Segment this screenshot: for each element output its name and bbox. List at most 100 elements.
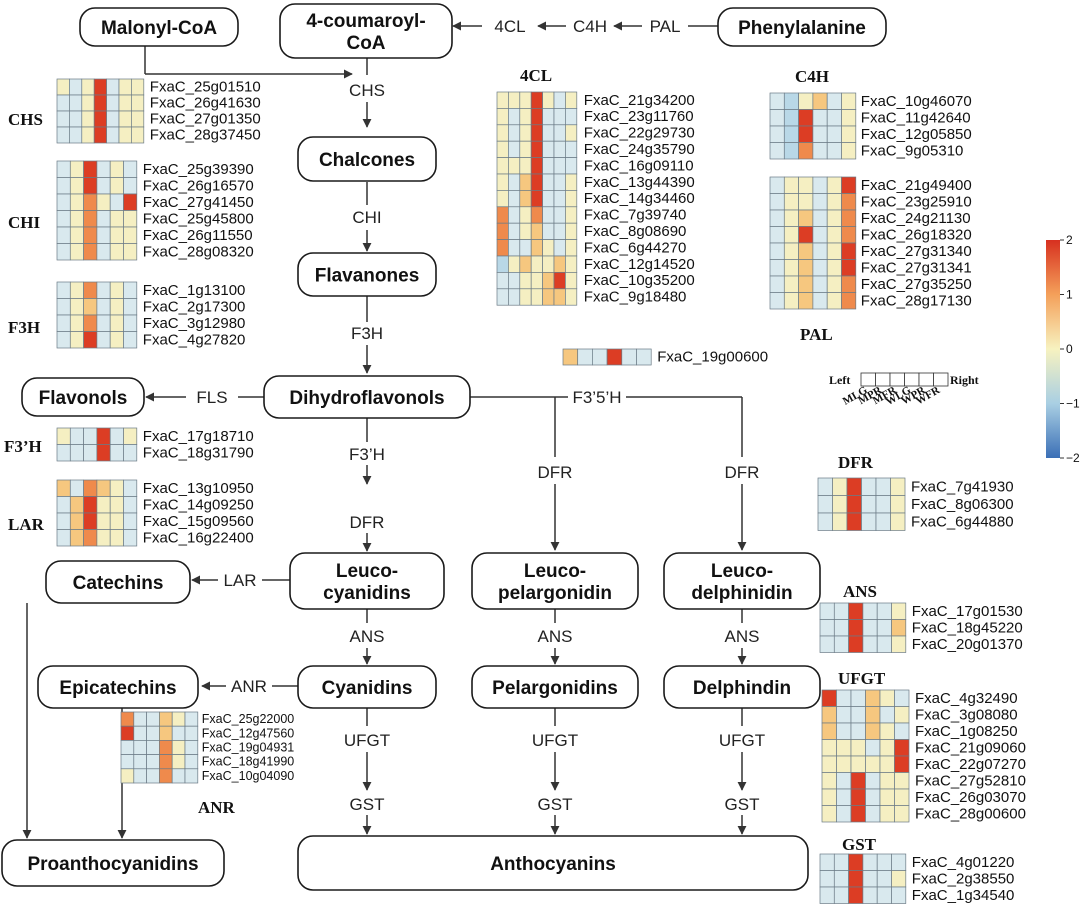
heatmap-cell <box>519 91 532 109</box>
gene-label: FxaC_26g16570 <box>143 177 254 194</box>
heatmap-cell <box>542 91 555 109</box>
node-proanthocyanidins: Proanthocyanidins <box>1 839 225 887</box>
heatmap-cell <box>846 512 862 531</box>
gene-label: FxaC_10g46070 <box>861 93 972 110</box>
gene-label: FxaC_24g21130 <box>861 210 971 227</box>
gene-label: FxaC_21g49400 <box>861 177 972 194</box>
gene-label: FxaC_21g34200 <box>584 92 695 109</box>
heatmap-cell <box>106 110 120 128</box>
heatmap-cell <box>769 226 785 244</box>
heatmap-cell <box>798 176 814 194</box>
heatmap-cell <box>83 331 98 349</box>
heatmap-title: LAR <box>8 515 45 534</box>
heatmap-cell <box>96 243 111 261</box>
node-delphindin: Delphindin <box>663 665 821 709</box>
legend-gradient-bar <box>1046 240 1060 458</box>
heatmap-cell <box>109 331 124 349</box>
gene-label: FxaC_22g29730 <box>584 125 695 142</box>
heatmap-cell <box>109 281 124 299</box>
heatmap-cell <box>798 292 814 310</box>
heatmap-cell <box>848 853 864 871</box>
heatmap-title: UFGT <box>838 669 886 688</box>
heatmap-cell <box>496 91 509 109</box>
heatmap-title: ANS <box>843 582 877 601</box>
heatmap-cell <box>496 173 509 191</box>
heatmap-cell <box>812 142 828 160</box>
gene-label: FxaC_9g05310 <box>861 142 964 159</box>
heatmap-cell <box>496 108 509 126</box>
heatmap-title: CHS <box>8 110 43 129</box>
heatmap-cell <box>542 206 555 224</box>
heatmap-4cl: 4CLFxaC_21g34200FxaC_23g11760FxaC_22g297… <box>496 66 695 306</box>
heatmap-cell <box>862 635 878 653</box>
heatmap-cell <box>850 788 866 806</box>
heatmap-cell <box>123 210 138 228</box>
heatmap-cell <box>865 706 881 724</box>
heatmap-cell <box>817 512 833 531</box>
heatmap-cell <box>93 78 107 96</box>
heatmap-cell <box>821 739 837 757</box>
heatmap-cell <box>836 805 852 823</box>
node-dihydroflavonols: Dihydroflavonols <box>263 375 471 419</box>
heatmap-cell <box>798 259 814 277</box>
node-box <box>21 377 145 417</box>
heatmap-cell <box>96 177 111 195</box>
heatmap-cell <box>69 226 84 244</box>
gene-label: FxaC_9g18480 <box>584 289 687 306</box>
node-label: Phenylalanine <box>738 18 866 39</box>
heatmap-cell <box>109 496 124 514</box>
heatmap-cell <box>69 314 84 332</box>
heatmap-cell <box>542 108 555 126</box>
heatmap-cell <box>841 259 857 277</box>
heatmap-cell <box>862 602 878 620</box>
heatmap-cell <box>146 740 160 755</box>
heatmap-cell <box>530 108 543 126</box>
gene-label: FxaC_6g44270 <box>584 239 687 256</box>
gene-label: FxaC_6g44880 <box>911 514 1014 531</box>
heatmap-cell <box>519 239 532 257</box>
heatmap-cell <box>146 725 160 741</box>
heatmap-cell <box>69 331 84 349</box>
heatmap-cell <box>96 496 111 514</box>
heatmap-cell <box>96 226 111 244</box>
heatmap-cell <box>783 209 799 227</box>
node-label: Catechins <box>73 573 164 594</box>
enzyme-label-f3prime5primeh: F3’5’H <box>572 388 621 407</box>
heatmap-cell <box>120 711 135 727</box>
gene-label: FxaC_7g39740 <box>584 207 687 224</box>
heatmap-cell <box>841 226 857 244</box>
heatmap-cell <box>56 314 71 332</box>
heatmap-title: CHI <box>8 213 41 232</box>
gene-label: FxaC_18g45220 <box>912 619 1023 636</box>
heatmap-cell <box>798 275 814 293</box>
heatmap-cell <box>769 193 785 211</box>
node-label: pelargonidin <box>498 583 612 604</box>
heatmap-cell <box>56 444 71 462</box>
heatmap-cell <box>96 529 111 547</box>
enzyme-label-dfr-d: DFR <box>725 463 760 482</box>
heatmap-cell <box>519 108 532 126</box>
heatmap-cell <box>496 190 509 208</box>
heatmap-cell <box>821 706 837 724</box>
heatmap-cell <box>832 512 848 531</box>
heatmap-cell <box>876 853 892 871</box>
gene-label: FxaC_21g09060 <box>915 739 1026 756</box>
heatmap-cell <box>891 602 907 620</box>
heatmap-cell <box>819 870 835 888</box>
heatmap-cell <box>519 157 532 175</box>
heatmap-chi: CHIFxaC_25g39390FxaC_26g16570FxaC_27g414… <box>8 160 254 261</box>
gene-label: FxaC_26g41630 <box>150 95 261 112</box>
node-cyanidins: Cyanidins <box>297 665 437 709</box>
heatmap-cell <box>783 292 799 310</box>
gene-label: FxaC_3g12980 <box>143 315 246 332</box>
heatmap-cell <box>69 210 84 228</box>
heatmap-cell <box>833 853 849 871</box>
enzyme-label-ans-d: ANS <box>725 627 760 646</box>
heatmap-cell <box>542 173 555 191</box>
node-box <box>1 839 225 887</box>
heatmap-title: C4H <box>795 67 829 86</box>
heatmap-cell <box>821 772 837 790</box>
heatmap-cell <box>894 706 910 724</box>
